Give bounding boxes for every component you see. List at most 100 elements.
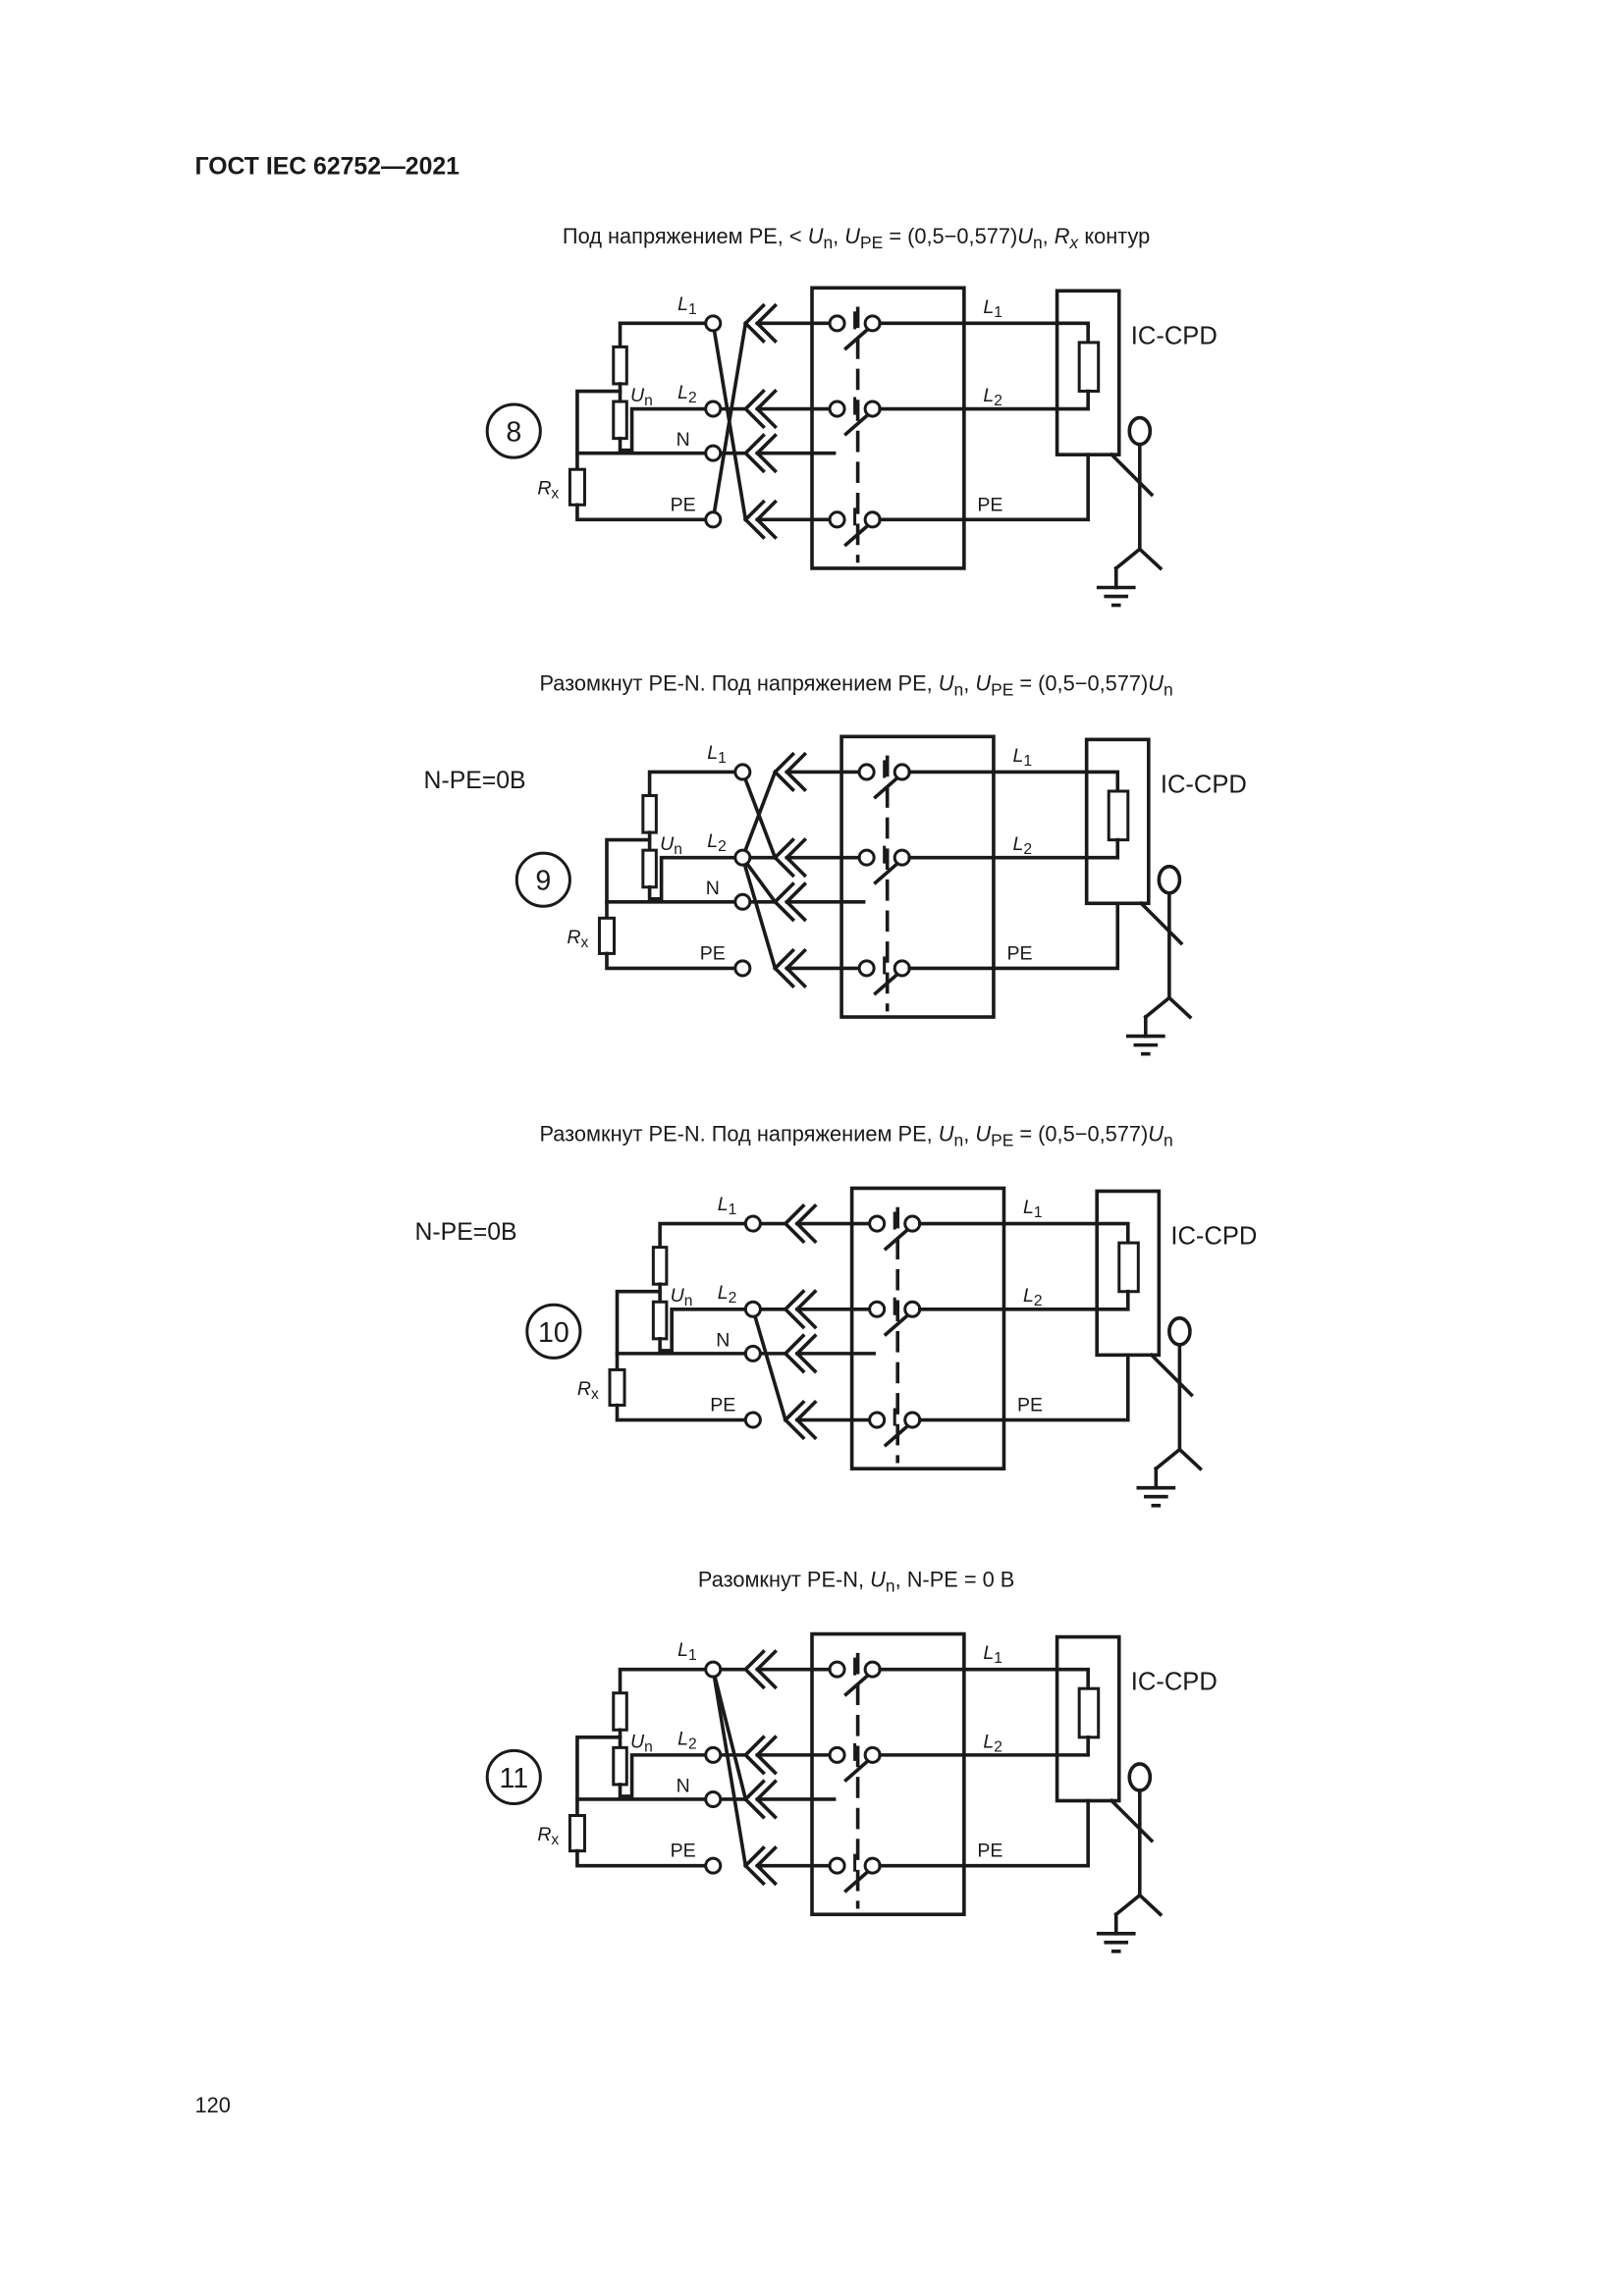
text-run: PE bbox=[977, 494, 1002, 515]
label-l1: L1 bbox=[718, 1194, 737, 1218]
text-run: U bbox=[660, 833, 675, 855]
switch-contact bbox=[857, 848, 876, 867]
rx-resistor bbox=[568, 467, 586, 507]
text-run: L bbox=[677, 382, 688, 403]
text-run: U bbox=[870, 1567, 886, 1591]
text-run: U bbox=[808, 224, 824, 248]
label-l1-out: L1 bbox=[983, 1642, 1002, 1667]
switch-contact bbox=[828, 1745, 846, 1764]
subscript-text: 1 bbox=[1034, 1205, 1043, 1222]
terminal-l2 bbox=[704, 1745, 723, 1764]
switch-blade bbox=[843, 410, 873, 437]
load-wire-l1 bbox=[907, 770, 1120, 793]
diagrams: Под напряжением PE, < Un, UPE = (0,5−0,5… bbox=[415, 224, 1257, 1953]
text-run: IC-CPD bbox=[1131, 1669, 1218, 1696]
person-arm bbox=[1109, 452, 1155, 498]
rx-resistor bbox=[597, 916, 617, 955]
label-rx: Rx bbox=[537, 1824, 559, 1848]
ic-cpd-label: IC-CPD bbox=[1170, 1223, 1257, 1251]
person-leg bbox=[1113, 1893, 1143, 1917]
switching-device-box bbox=[810, 1631, 966, 1917]
ground-icon bbox=[1125, 1015, 1165, 1056]
text-run: N-PE=0B bbox=[415, 1219, 517, 1246]
switch-blade bbox=[873, 859, 902, 885]
switching-device-box bbox=[839, 734, 996, 1019]
subscript-text: x bbox=[591, 1386, 599, 1403]
switching-device-box bbox=[849, 1186, 1006, 1470]
text-run: PE bbox=[1017, 1395, 1043, 1416]
text-run: L bbox=[707, 742, 718, 764]
text-run: L bbox=[1023, 1285, 1034, 1307]
text-run: = (0,5−0,577) bbox=[1013, 671, 1148, 696]
text-run: L bbox=[983, 385, 994, 406]
un-resistor-lower bbox=[612, 1745, 628, 1787]
rx-wire bbox=[605, 837, 652, 921]
label-n: N bbox=[716, 1329, 730, 1351]
rx-resistor bbox=[608, 1367, 626, 1408]
terminal-l1 bbox=[704, 1660, 723, 1679]
label-l2: L2 bbox=[677, 382, 697, 406]
text-run: PE bbox=[671, 1841, 696, 1862]
un-wire bbox=[618, 406, 708, 453]
switch-blade bbox=[843, 325, 873, 351]
diagram-title: Под напряжением PE, < Un, UPE = (0,5−0,5… bbox=[563, 224, 1150, 252]
text-run: L bbox=[718, 1282, 729, 1304]
subscript-text: 1 bbox=[688, 301, 697, 318]
subscript-text: n bbox=[1164, 679, 1173, 699]
label-rx: Rx bbox=[537, 478, 559, 503]
scenario-number: 11 bbox=[499, 1763, 528, 1794]
subscript-text: x bbox=[581, 934, 589, 951]
text-run: U bbox=[630, 1731, 645, 1752]
label-l1: L1 bbox=[707, 742, 727, 767]
subscript-text: 2 bbox=[718, 839, 727, 856]
text-run: N-PE=0B bbox=[424, 768, 526, 794]
terminal-n bbox=[733, 892, 752, 911]
subscript-text: x bbox=[551, 1833, 559, 1849]
load-wire-l2 bbox=[878, 389, 1090, 411]
ground-icon bbox=[1096, 566, 1136, 608]
switch-contact bbox=[903, 1411, 922, 1429]
label-l1-out: L1 bbox=[1012, 745, 1032, 770]
un-wire bbox=[658, 1307, 748, 1353]
un-wire bbox=[618, 1667, 708, 1695]
text-run: U bbox=[630, 385, 645, 406]
scenario-number: 9 bbox=[535, 866, 551, 897]
diagram-title: Разомкнут PE-N, Un, N-PE = 0 В bbox=[698, 1567, 1014, 1595]
person-leg bbox=[1137, 546, 1164, 571]
person-head bbox=[1127, 1762, 1153, 1792]
text-run: PE bbox=[671, 494, 696, 515]
diagram-title: Разомкнут PE-N. Под напряжением PE, Un, … bbox=[539, 671, 1172, 700]
text-run: , bbox=[833, 224, 844, 248]
text-run: , N-PE = 0 В bbox=[895, 1567, 1015, 1591]
text-run: 10 bbox=[538, 1317, 569, 1349]
load-wire-l1 bbox=[878, 321, 1090, 345]
label-l2-out: L2 bbox=[983, 385, 1002, 409]
person-leg bbox=[1143, 994, 1172, 1020]
n-pe-note: N-PE=0B bbox=[415, 1219, 517, 1246]
text-run: , bbox=[1043, 224, 1055, 248]
person-head bbox=[1127, 415, 1153, 447]
text-run: U bbox=[1017, 224, 1033, 248]
rx-resistor bbox=[568, 1814, 586, 1853]
crossed-connection bbox=[739, 855, 778, 905]
ic-cpd-box bbox=[1055, 1634, 1121, 1803]
text-run: R bbox=[1055, 224, 1070, 248]
terminal-n bbox=[743, 1344, 762, 1362]
label-pe-out: PE bbox=[1017, 1395, 1043, 1416]
text-run: U bbox=[1148, 671, 1164, 696]
switch-blade bbox=[843, 1671, 873, 1697]
text-run: PE bbox=[1006, 942, 1032, 964]
un-resistor-lower bbox=[612, 400, 628, 441]
ic-cpd-box bbox=[1084, 737, 1151, 906]
crossed-connection bbox=[750, 1307, 788, 1422]
switch-blade bbox=[883, 1310, 912, 1337]
person-leg bbox=[1176, 1447, 1204, 1471]
load-wire-pe bbox=[878, 453, 1090, 522]
ic-cpd-resistor bbox=[1107, 789, 1130, 842]
crossed-connection bbox=[711, 1667, 748, 1802]
person-arm bbox=[1109, 1797, 1155, 1843]
switch-blade bbox=[843, 1756, 873, 1783]
rx-wire bbox=[575, 503, 708, 522]
switch-blade bbox=[873, 774, 902, 800]
